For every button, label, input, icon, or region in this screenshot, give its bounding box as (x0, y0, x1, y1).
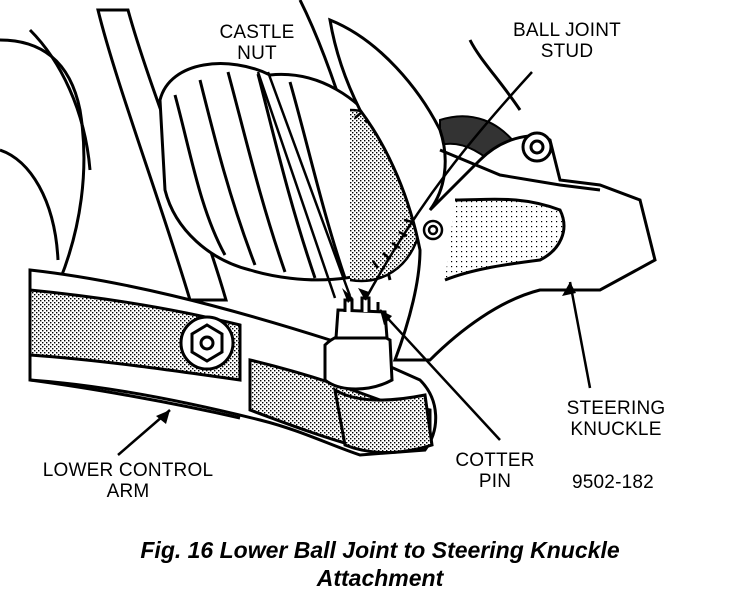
label-ball-joint-stud-line1: BALL JOINT (513, 20, 621, 41)
label-lower-control-arm: LOWER CONTROL ARM (28, 460, 228, 502)
label-lower-control-arm-line2: ARM (106, 481, 150, 502)
steering-knuckle (328, 17, 657, 362)
label-cotter-pin-line1: COTTER (455, 450, 535, 471)
label-castle-nut-line1: CASTLE (219, 22, 295, 43)
control-arm-bolt (179, 315, 235, 371)
figure-caption: Fig. 16 Lower Ball Joint to Steering Knu… (40, 536, 720, 592)
figure-caption-line1: Fig. 16 Lower Ball Joint to Steering Knu… (140, 537, 620, 563)
background-housing (0, 28, 92, 281)
castle-nut-assembly (323, 296, 434, 454)
label-steering-knuckle: STEERING KNUCKLE (556, 398, 676, 440)
label-steering-knuckle-line2: KNUCKLE (570, 419, 662, 440)
label-ball-joint-stud: BALL JOINT STUD (482, 20, 652, 62)
arrow-heads (156, 282, 576, 424)
leader-lines (117, 71, 592, 456)
label-ball-joint-stud-line2: STUD (540, 41, 594, 62)
label-cotter-pin: COTTER PIN (440, 450, 550, 492)
stud-bolt-small (422, 219, 444, 241)
label-castle-nut-line2: NUT (237, 43, 277, 64)
knuckle-bolt (521, 131, 553, 163)
label-cotter-pin-line2: PIN (478, 471, 512, 492)
label-castle-nut: CASTLE NUT (192, 22, 322, 64)
figure-caption-line2: Attachment (316, 565, 444, 591)
label-steering-knuckle-line1: STEERING (566, 398, 666, 419)
label-lower-control-arm-line1: LOWER CONTROL (42, 460, 214, 481)
figure-number: 9502-182 (572, 472, 654, 493)
